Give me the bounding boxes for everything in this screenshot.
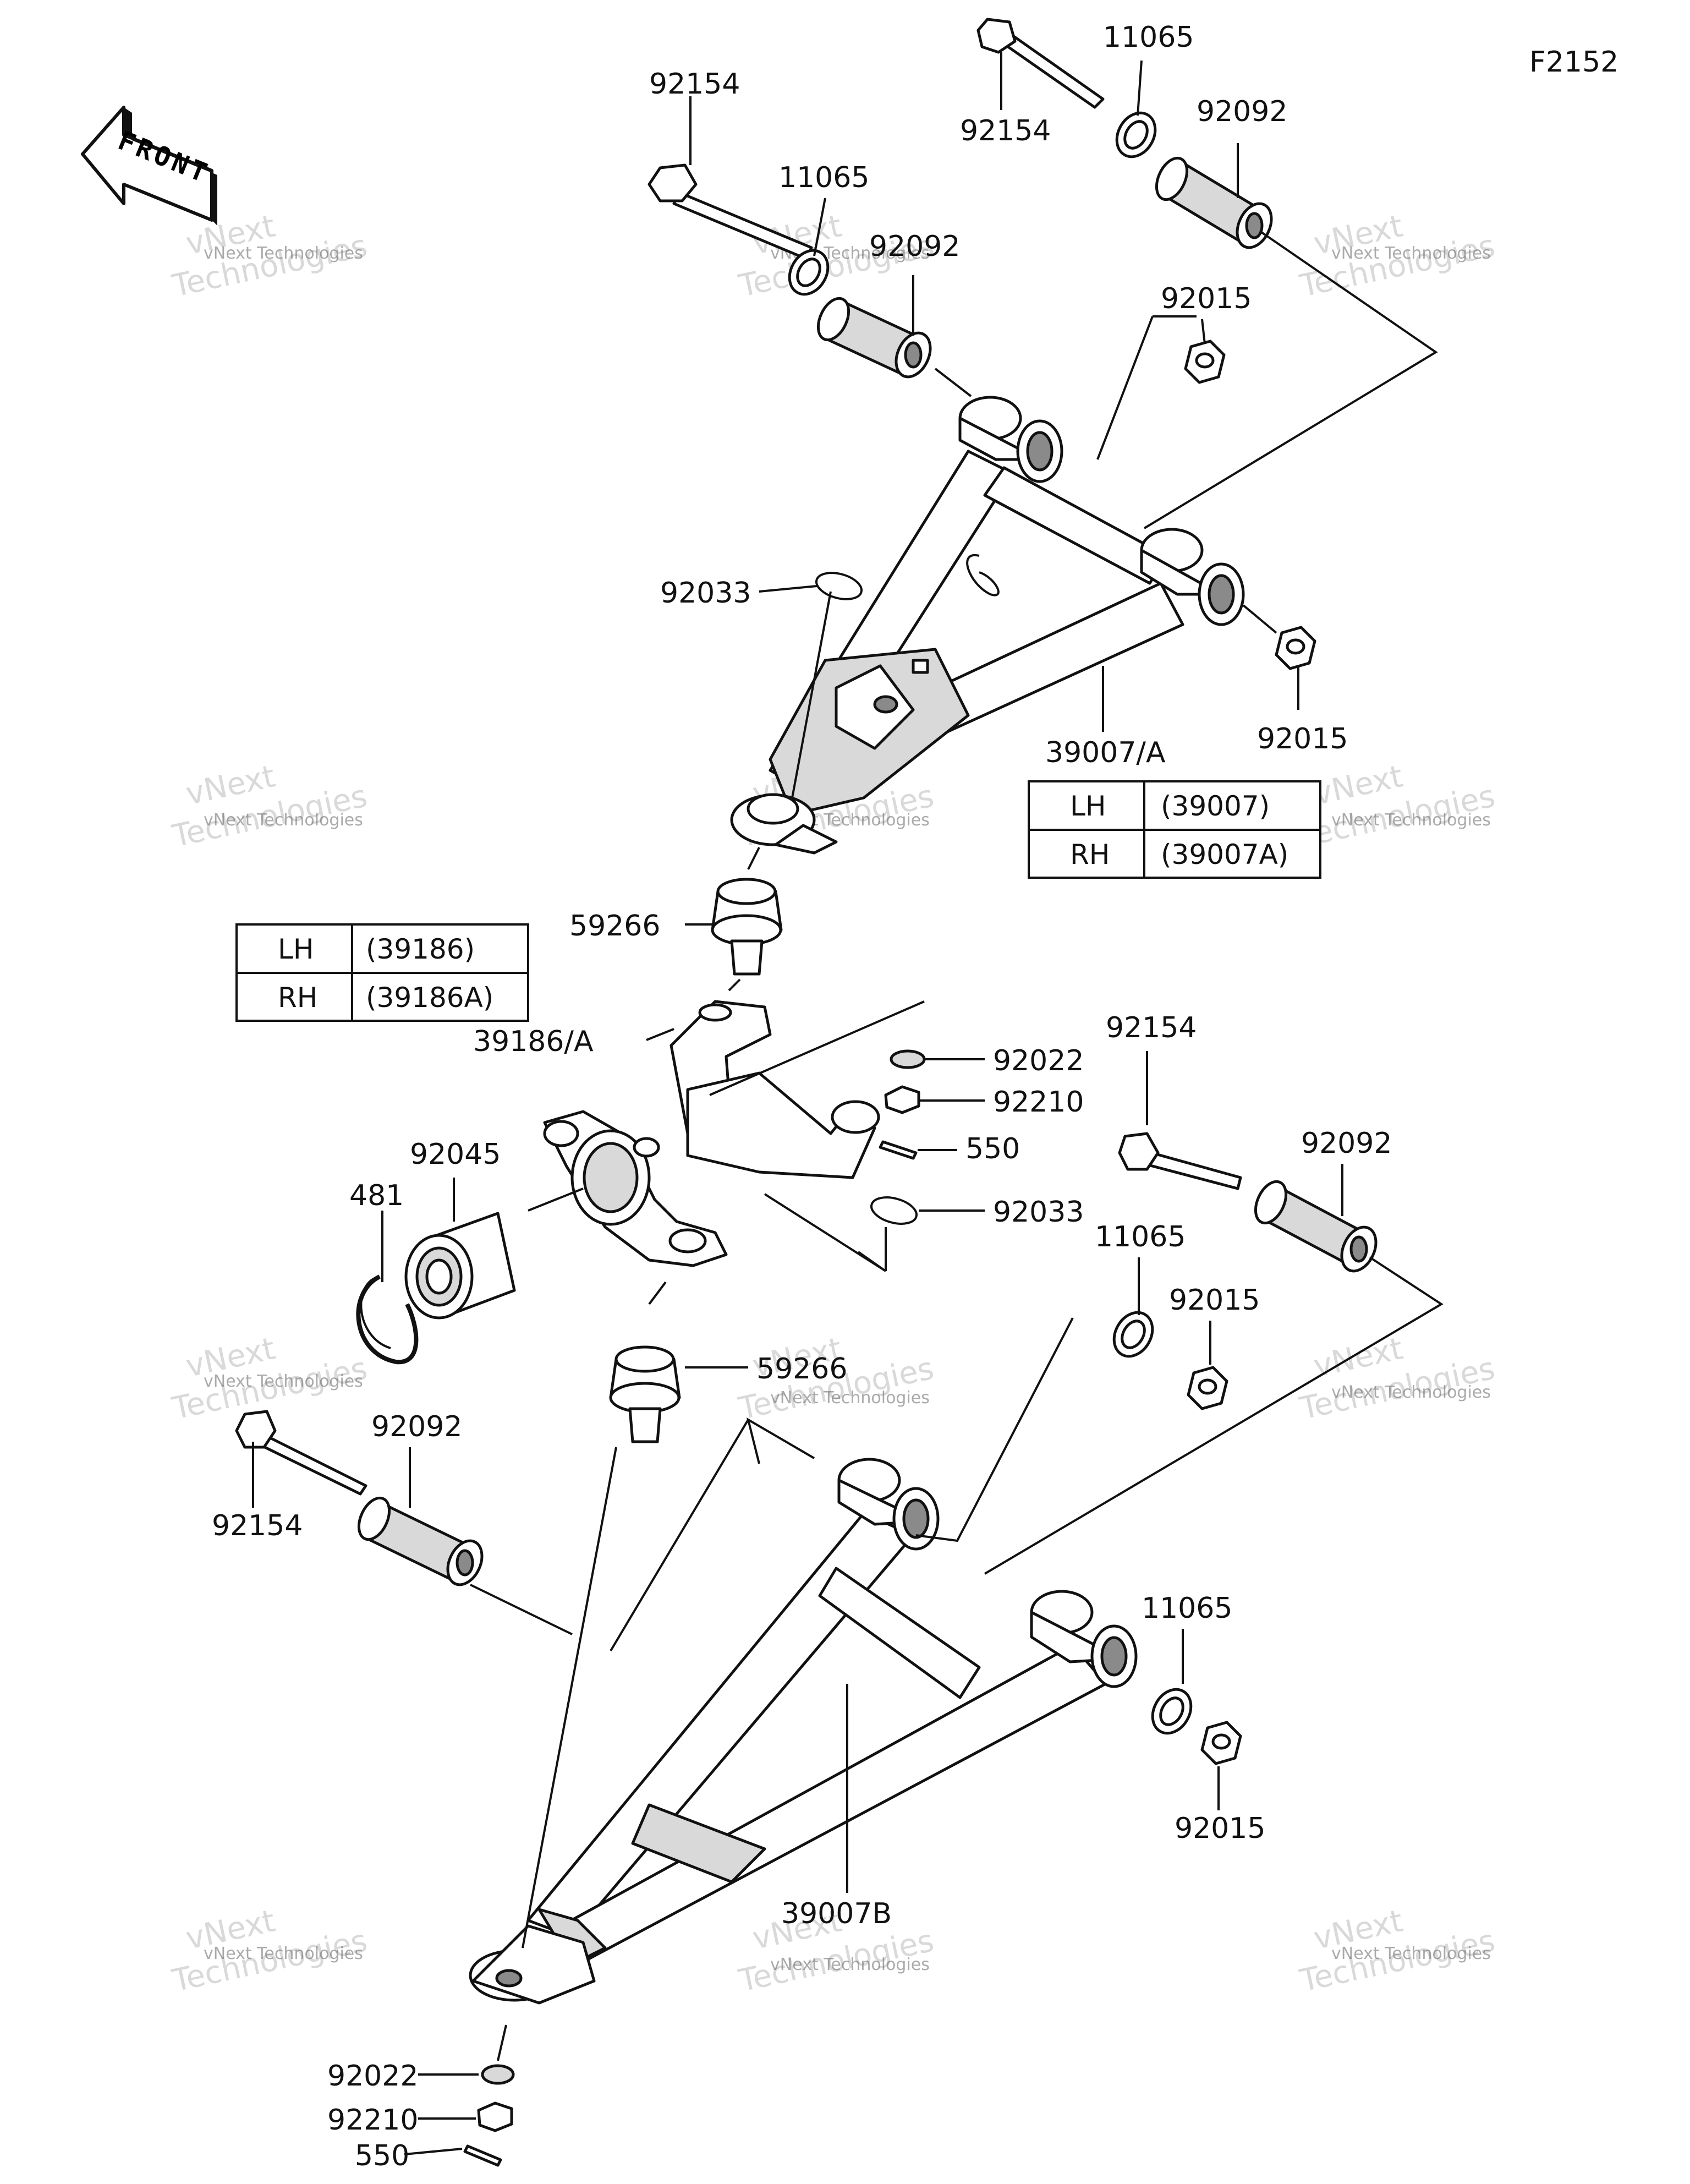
lower-right-hardware [1112, 1132, 1378, 1410]
upper-ball-joint [711, 878, 783, 976]
callout-ball-joint-lower: 59266 [756, 1353, 847, 1386]
callout-nut-bottom: 92210 [327, 2104, 418, 2137]
steering-knuckle [543, 1000, 880, 1267]
callout-bushing-lower-left: 92092 [371, 1410, 462, 1443]
upper-table-part-rh: (39007A) [1161, 839, 1288, 871]
callout-washer-top-left: 11065 [778, 161, 869, 194]
callout-circlip: 481 [349, 1179, 404, 1212]
upper-a-arm [730, 396, 1245, 855]
watermark-10: Technologies vNext [169, 1903, 370, 1999]
watermark-caption: vNext Technologies [204, 1372, 363, 1391]
knuckle-table-part-rh: (39186A) [366, 982, 493, 1014]
callout-washer-lower-right: 11065 [1142, 1592, 1232, 1625]
callout-clip-knuckle: 92033 [993, 1196, 1084, 1229]
watermark-caption: vNext Technologies [770, 1388, 930, 1408]
upper-table-side-rh: RH [1070, 839, 1110, 871]
upper-hardware [648, 18, 1316, 670]
upper-table-part-lh: (39007) [1161, 790, 1270, 822]
callout-washer-knuckle: 92022 [993, 1044, 1084, 1077]
watermark-7: Technologies vNext [169, 1331, 370, 1427]
watermark-caption: vNext Technologies [204, 244, 363, 263]
callout-washer-bottom: 92022 [327, 2060, 418, 2093]
knuckle-table-side-rh: RH [278, 982, 317, 1014]
circlip [356, 1274, 419, 1365]
watermark-caption: vNext Technologies [770, 1955, 930, 1974]
knuckle-table-part-lh: (39186) [366, 933, 475, 965]
upper-arm-table: LH (39007) RH (39007A) [1028, 780, 1321, 879]
knuckle-table: LH (39186) RH (39186A) [235, 923, 529, 1022]
watermark-4: Technologies vNext [169, 758, 370, 855]
lower-arm-pivot-hardware [1151, 1688, 1242, 1765]
callout-bolt-mid-right: 92154 [1106, 1011, 1197, 1044]
watermark-caption: vNext Technologies [1331, 1944, 1491, 1963]
watermark-caption: vNext Technologies [1331, 1383, 1491, 1402]
callout-washer-top-right: 11065 [1103, 21, 1194, 54]
callout-labels: 92154 11065 92092 92154 11065 92092 9201… [212, 21, 1392, 2172]
callout-nut-upper-2: 92015 [1257, 722, 1348, 756]
callout-bushing-top-right: 92092 [1197, 95, 1287, 128]
lower-left-hardware [235, 1410, 484, 1586]
callout-bearing: 92045 [410, 1138, 501, 1171]
callout-bolt-top-right: 92154 [960, 114, 1051, 147]
watermark-caption: vNext Technologies [204, 811, 363, 830]
callout-lower-arm: 39007B [781, 1897, 892, 1930]
callout-upper-arm: 39007/A [1045, 736, 1166, 769]
watermark-caption: vNext Technologies [204, 1944, 363, 1963]
callout-nut-knuckle: 92210 [993, 1086, 1084, 1119]
watermark-caption: vNext Technologies [1331, 811, 1491, 830]
bottom-hardware [463, 2064, 515, 2167]
callout-pin-knuckle: 550 [965, 1132, 1020, 1165]
callout-pin-bottom: 550 [355, 2139, 409, 2172]
callout-nut-upper-1: 92015 [1161, 282, 1252, 315]
callout-bolt-lower-left: 92154 [212, 1509, 303, 1542]
callout-bolt-top-left: 92154 [649, 68, 740, 101]
leader-lines [252, 52, 1444, 2155]
callout-nut-mid-right: 92015 [1169, 1284, 1260, 1317]
callout-washer-mid-right: 11065 [1095, 1220, 1186, 1254]
figure-code: F2152 [1529, 46, 1618, 79]
watermark-9: Technologies vNext [1297, 1331, 1498, 1427]
callout-clip-upper: 92033 [660, 577, 751, 610]
upper-table-side-lh: LH [1070, 790, 1106, 822]
knuckle-hardware [870, 1049, 926, 1225]
callout-bushing-top-left: 92092 [869, 230, 960, 263]
lower-ball-joint [609, 1345, 681, 1443]
wheel-bearing [404, 1212, 516, 1320]
watermarks: Technologies vNext vNext Technologies Te… [169, 208, 1498, 1999]
lower-a-arm [469, 1458, 1138, 2005]
front-arrow-icon: FRONT [81, 106, 217, 226]
callout-bushing-mid-right: 92092 [1301, 1127, 1392, 1160]
watermark-caption: vNext Technologies [1331, 244, 1491, 263]
watermark-12: Technologies vNext [1297, 1903, 1498, 1999]
callout-knuckle: 39186/A [473, 1025, 594, 1058]
knuckle-table-side-lh: LH [278, 933, 314, 965]
callout-nut-lower-right: 92015 [1175, 1812, 1265, 1845]
callout-ball-joint-upper: 59266 [569, 910, 660, 943]
